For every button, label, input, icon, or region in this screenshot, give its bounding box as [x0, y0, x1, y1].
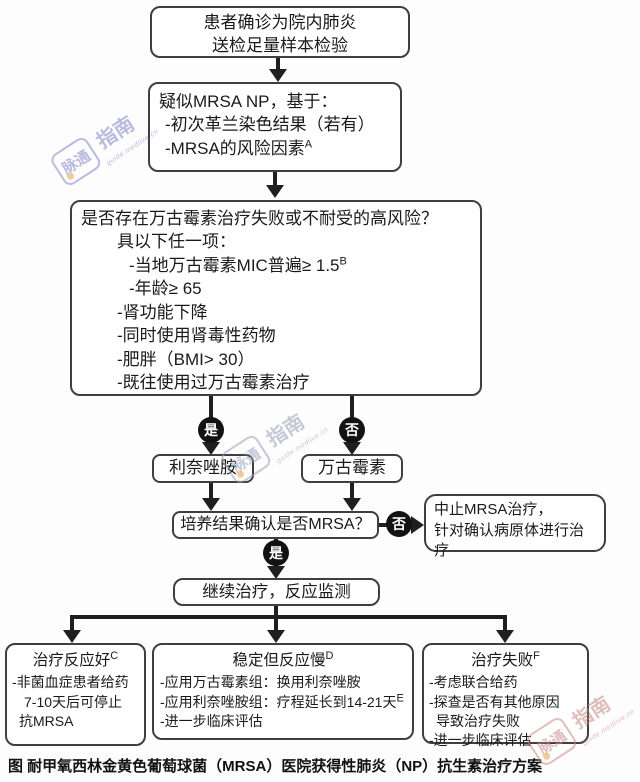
fail-title-text: 治疗失败	[471, 652, 534, 669]
good-line3: 抗MRSA	[19, 713, 74, 729]
good-title: 治疗反应好C	[12, 650, 139, 671]
suspect-line2: -初次革兰染色结果（若有）	[165, 115, 375, 135]
fail-line2: -探查是否有其他原因	[429, 693, 560, 710]
risk-item1-text: -当地万古霉素MIC普遍≥ 1.5	[129, 255, 340, 275]
watermark-logo-text: 脉通	[59, 146, 94, 178]
node-linezolid-box: 利奈唑胺	[152, 454, 254, 483]
risk-item6: -既往使用过万古霉素治疗	[117, 373, 310, 393]
arrow-down-icon	[343, 498, 361, 511]
diagnosis-line1: 患者确诊为院内肺炎	[203, 13, 357, 32]
arrow-down-icon	[496, 630, 514, 643]
node-culture-result-box: 培养结果确认是否MRSA？	[172, 511, 379, 539]
arrow-down-icon	[63, 630, 81, 643]
connector-line	[70, 615, 507, 619]
fail-line3: 导致治疗失败	[436, 713, 520, 729]
risk-subtitle: 具以下任一项：	[117, 232, 236, 252]
medlive-logo-icon: 脉通	[48, 134, 104, 188]
footnote-a: A	[304, 138, 313, 151]
connector-line	[209, 483, 213, 499]
stop-line2: 针对确认病原体进行治疗	[434, 521, 585, 560]
logo-dot-icon	[65, 171, 76, 182]
connector-line	[274, 615, 278, 632]
connector-line	[276, 57, 280, 71]
slow-line2-text: -应用利奈唑胺组：疗程延长到14-21天	[160, 693, 397, 710]
decision-no-circle: 否	[386, 511, 412, 537]
risk-item2: -年龄≥ 65	[129, 279, 202, 299]
watermark-guide-text: 指南	[92, 112, 139, 153]
suspect-line3-text: -MRSA的风险因素	[165, 138, 305, 158]
node-vancomycin-box: 万古霉素	[301, 454, 403, 483]
node-continue-treatment-box: 继续治疗，反应监测	[173, 578, 380, 606]
decision-yes-circle: 是	[263, 540, 289, 566]
good-title-text: 治疗反应好	[32, 652, 111, 669]
slow-line2: -应用利奈唑胺组：疗程延长到14-21天E	[160, 693, 406, 712]
watermark-url-text: guide.medlive.cn	[581, 708, 637, 748]
good-line1: -非菌血症患者给药	[12, 674, 129, 691]
arrow-right-icon	[411, 516, 424, 534]
footnote-b: B	[339, 255, 347, 268]
risk-item5: -肥胖（BMI> 30）	[117, 349, 255, 369]
node-slow-response-box: 稳定但反应慢D -应用万古霉素组：换用利奈唑胺 -应用利奈唑胺组：疗程延长到14…	[152, 643, 414, 740]
suspect-line3: -MRSA的风险因素A	[159, 137, 391, 160]
slow-title-text: 稳定但反应慢	[232, 652, 326, 669]
node-risk-assessment-box: 是否存在万古霉素治疗失败或不耐受的高风险？ 具以下任一项： -当地万古霉素MIC…	[70, 200, 482, 396]
connector-line	[70, 615, 74, 632]
footnote-c: C	[110, 649, 119, 662]
diagnosis-line2: 送检足量样本检验	[212, 36, 348, 56]
node-good-response-box: 治疗反应好C -非菌血症患者给药 7-10天后可停止 抗MRSA	[5, 643, 146, 746]
connector-line	[350, 483, 354, 499]
node-treatment-failure-box: 治疗失败F -考虑联合给药 -探查是否有其他原因 导致治疗失败 -进一步临床评估	[422, 643, 589, 748]
risk-item4: -同时使用肾毒性药物	[117, 326, 276, 346]
figure-caption: 图 耐甲氧西林金黄色葡萄球菌（MRSA）医院获得性肺炎（NP）抗生素治疗方案	[8, 758, 543, 775]
decision-no-circle: 否	[339, 417, 365, 443]
connector-line	[274, 606, 278, 617]
slow-line1: -应用万古霉素组：换用利奈唑胺	[160, 674, 361, 691]
footnote-e: E	[396, 692, 404, 705]
arrow-down-icon	[202, 442, 220, 455]
node-diagnosis-box: 患者确诊为院内肺炎 送检足量样本检验	[150, 6, 410, 58]
good-line2: 7-10天后可停止	[24, 693, 123, 710]
watermark-guide-text: 指南	[262, 410, 309, 451]
arrow-down-icon	[267, 630, 285, 643]
arrow-down-icon	[269, 69, 287, 82]
footnote-d: D	[325, 649, 334, 662]
footnote-f: F	[533, 649, 540, 662]
fail-line1: -考虑联合给药	[429, 674, 518, 691]
risk-item1: -当地万古霉素MIC普遍≥ 1.5B	[81, 254, 471, 277]
decision-yes-circle: 是	[198, 417, 224, 443]
arrow-down-icon	[343, 442, 361, 455]
arrow-down-icon	[267, 566, 285, 579]
node-suspect-mrsa-box: 疑似MRSA NP，基于： -初次革兰染色结果（若有） -MRSA的风险因素A	[148, 82, 402, 172]
slow-line3: -进一步临床评估	[160, 713, 263, 729]
connector-line	[273, 171, 277, 186]
node-stop-mrsa-box: 中止MRSA治疗， 针对确认病原体进行治疗	[424, 494, 606, 559]
slow-title: 稳定但反应慢D	[160, 650, 406, 671]
risk-title: 是否存在万古霉素治疗失败或不耐受的高风险？	[81, 209, 438, 228]
stop-line1: 中止MRSA治疗，	[434, 501, 553, 518]
fail-title: 治疗失败F	[429, 650, 582, 671]
fail-line4: -进一步临床评估	[429, 732, 532, 749]
arrow-down-icon	[202, 498, 220, 511]
arrow-down-icon	[266, 185, 284, 198]
suspect-line1: 疑似MRSA NP，基于：	[159, 92, 338, 111]
risk-item3: -肾功能下降	[117, 302, 208, 322]
connector-line	[503, 615, 507, 632]
